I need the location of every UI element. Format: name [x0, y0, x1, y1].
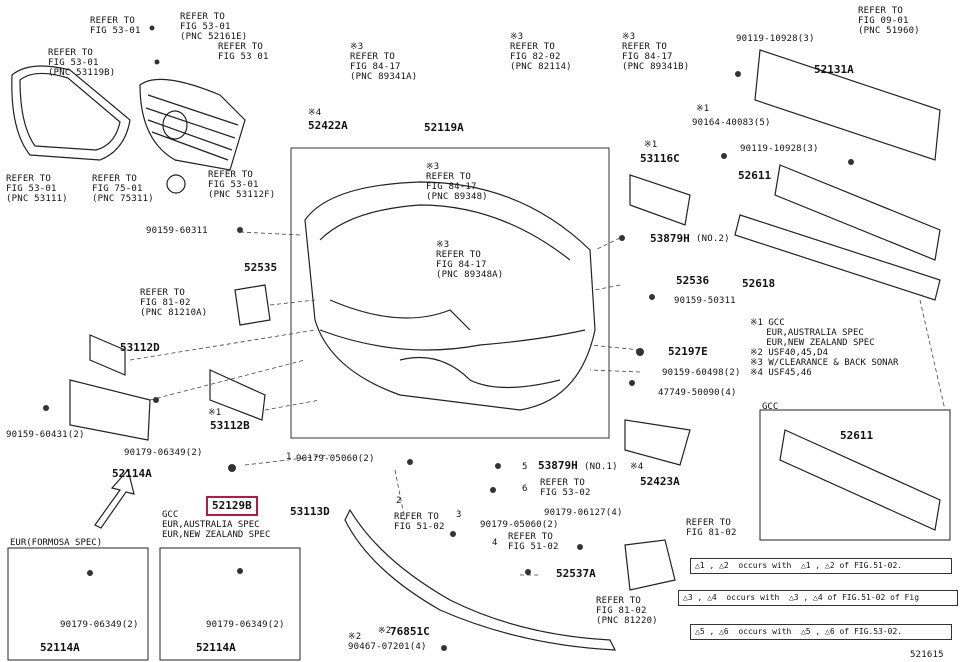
part-52114A-gcc: 52114A	[196, 641, 236, 654]
fastener-90179-05060-b: 90179-05060(2)	[480, 520, 559, 530]
fastener-47749-50090: 47749-50090(4)	[658, 388, 737, 398]
part-52537A: 52537A	[556, 567, 596, 580]
fastener-90164-40083: 90164-40083(5)	[692, 118, 771, 128]
fastener-90119-10928-lower: 90119-10928(3)	[740, 144, 819, 154]
fastener-90159-60311: 90159-60311	[146, 226, 208, 236]
part-53879H-upper: 53879H	[650, 232, 690, 245]
refer-label-13: ※3 REFER TO FIG 84-17 (PNC 89348A)	[436, 240, 504, 280]
triangle-marker-4: 4	[492, 538, 498, 548]
spec-mark-1c: ※1	[208, 408, 222, 418]
refer-label-11: REFER TO FIG 09-01 (PNC 51960)	[858, 6, 920, 36]
refer-label-6: REFER TO FIG 75-01 (PNC 75311)	[92, 174, 154, 204]
part-52611-gcc: 52611	[840, 429, 874, 442]
upper-grille-drawing	[11, 65, 246, 194]
bumper-reinforcement-drawing	[734, 49, 941, 531]
part-52422A: 52422A	[308, 119, 348, 132]
refer-label-14: REFER TO FIG 81-02 (PNC 81210A)	[140, 288, 208, 318]
fastener-90179-06349-main: 90179-06349(2)	[124, 448, 203, 458]
triangle-marker-6: 6	[522, 484, 528, 494]
refer-label-16: REFER TO FIG 51-02	[394, 512, 445, 532]
lower-spoiler-drawing	[344, 508, 616, 651]
refer-label-3: REFER TO FIG 53-01 (PNC 53119B)	[48, 48, 116, 78]
bumper-cover-drawing	[304, 181, 596, 411]
part-52423A: 52423A	[640, 475, 680, 488]
highlighted-part-52129B[interactable]: 52129B	[206, 496, 258, 516]
fastener-90179-06127: 90179-06127(4)	[544, 508, 623, 518]
refer-label-2: REFER TO FIG 53-01 (PNC 52161E)	[180, 12, 248, 42]
part-52197E: 52197E	[668, 345, 708, 358]
gcc-eur-box-title: GCC EUR,AUSTRALIA SPEC EUR,NEW ZEALAND S…	[162, 510, 271, 540]
spec-mark-2b: ※2	[348, 632, 362, 642]
part-53112B: 53112B	[210, 419, 250, 432]
part-52535: 52535	[244, 261, 278, 274]
fastener-90159-60431: 90159-60431(2)	[6, 430, 85, 440]
spec-mark-4b: ※4	[630, 462, 644, 472]
part-53116C: 53116C	[640, 152, 680, 165]
spec-mark-4a: ※4	[308, 108, 322, 118]
part-52114A-main: 52114A	[112, 467, 152, 480]
fastener-90119-10928-upper: 90119-10928(3)	[736, 34, 815, 44]
triangle-marker-5: 5	[522, 462, 528, 472]
legend-row-1: △1 , △2 occurs with △1 , △2 of FIG.51-02…	[690, 558, 952, 574]
fastener-90179-06349-formosa: 90179-06349(2)	[60, 620, 139, 630]
part-53112D: 53112D	[120, 341, 160, 354]
refer-label-4: REFER TO FIG 53 01	[218, 42, 269, 62]
spec-mark-2a: ※2	[378, 626, 392, 636]
triangle-marker-1: 1	[286, 452, 292, 462]
part-52611-upper: 52611	[738, 169, 772, 182]
part-52536: 52536	[676, 274, 710, 287]
fastener-90159-60498: 90159-60498(2)	[662, 368, 741, 378]
part-53879H-lower: 53879H	[538, 459, 578, 472]
gcc-box-title: GCC	[762, 402, 779, 412]
spec-mark-no1: (NO.1)	[584, 462, 618, 472]
triangle-marker-3: 3	[456, 510, 462, 520]
license-bracket-drawing	[69, 174, 691, 591]
part-53113D: 53113D	[290, 505, 330, 518]
refer-label-7: REFER TO FIG 53-01 (PNC 53112F)	[208, 170, 276, 200]
refer-label-9: ※3 REFER TO FIG 82-02 (PNC 82114)	[510, 32, 572, 72]
refer-label-10: ※3 REFER TO FIG 84-17 (PNC 89341B)	[622, 32, 690, 72]
spec-mark-no2: (NO.2)	[696, 234, 730, 244]
part-52131A: 52131A	[814, 63, 854, 76]
refer-label-18: REFER TO FIG 81-02	[686, 518, 737, 538]
part-52618: 52618	[742, 277, 776, 290]
part-52114A-formosa: 52114A	[40, 641, 80, 654]
legend-row-3: △5 , △6 occurs with △5 , △6 of FIG.53-02…	[690, 624, 952, 640]
spec-mark-1b: ※1	[644, 140, 658, 150]
refer-label-8: ※3 REFER TO FIG 84-17 (PNC 89341A)	[350, 42, 418, 82]
refer-label-12: ※3 REFER TO FIG 84-17 (PNC 89348)	[426, 162, 488, 202]
legend-row-2: △3 , △4 occurs with △3 , △4 of FIG.51-02…	[678, 590, 958, 606]
refer-label-5: REFER TO FIG 53-01 (PNC 53111)	[6, 174, 68, 204]
fastener-90179-05060-a: 90179-05060(2)	[296, 454, 375, 464]
spec-notes-list: ※1 GCC EUR,AUSTRALIA SPEC EUR,NEW ZEALAN…	[750, 318, 899, 378]
refer-label-1: REFER TO FIG 53-01	[90, 16, 141, 36]
spec-mark-1a: ※1	[696, 104, 710, 114]
refer-label-17: REFER TO FIG 51-02	[508, 532, 559, 552]
fastener-90467-07201: 90467-07201(4)	[348, 642, 427, 652]
part-76851C: 76851C	[390, 625, 430, 638]
triangle-marker-2: 2	[396, 496, 402, 506]
part-52119A: 52119A	[424, 121, 464, 134]
fastener-90159-50311: 90159-50311	[674, 296, 736, 306]
diagram-code: 521615	[910, 650, 944, 660]
fastener-90179-06349-gcc: 90179-06349(2)	[206, 620, 285, 630]
refer-label-15: REFER TO FIG 53-02	[540, 478, 591, 498]
formosa-box-title: EUR(FORMOSA SPEC)	[10, 538, 103, 548]
refer-label-19: REFER TO FIG 81-02 (PNC 81220)	[596, 596, 658, 626]
